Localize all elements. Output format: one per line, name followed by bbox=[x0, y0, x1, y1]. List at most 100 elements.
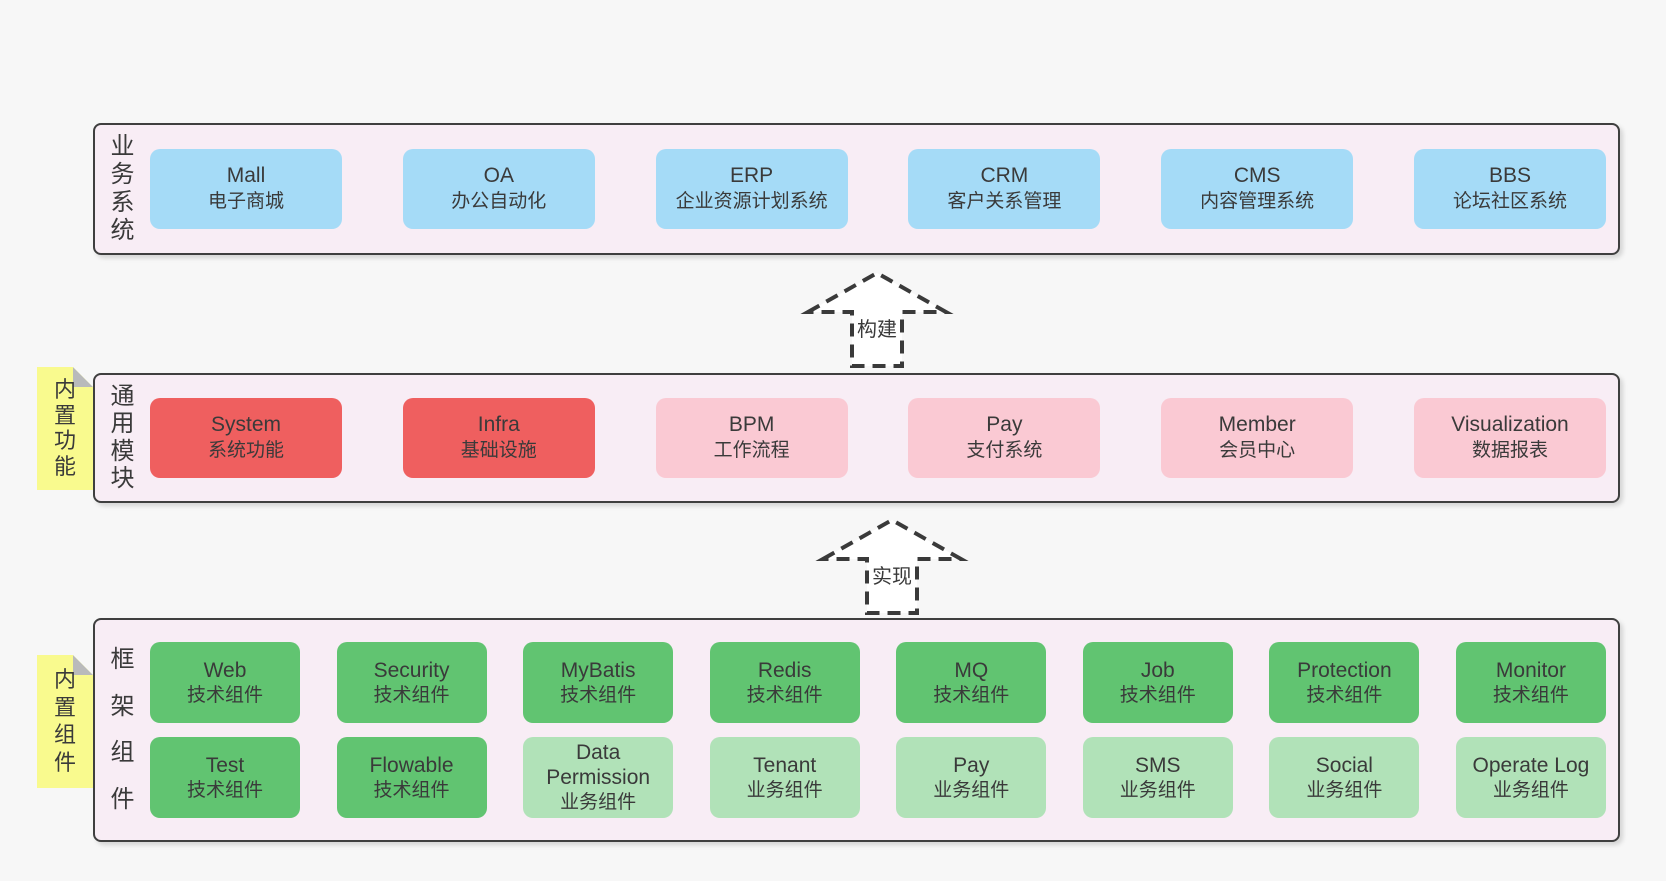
box-title: Visualization bbox=[1451, 413, 1569, 436]
band-label-framework-components: 框架组件 bbox=[95, 620, 150, 840]
module-box-mall: Mall 电子商城 bbox=[150, 149, 342, 229]
box-subtitle: 支付系统 bbox=[966, 440, 1043, 461]
box-title: Member bbox=[1218, 413, 1296, 436]
dashed-arrow-build: 构建 bbox=[800, 270, 954, 370]
band-label-char: 业 bbox=[110, 133, 135, 160]
box-title: Pay bbox=[953, 753, 990, 777]
band-label-char: 通 bbox=[110, 382, 135, 410]
dashed-arrow-implement: 实现 bbox=[815, 517, 969, 617]
box-subtitle: 技术组件 bbox=[933, 684, 1010, 706]
box-title: CMS bbox=[1233, 164, 1281, 187]
box-subtitle: 技术组件 bbox=[560, 684, 637, 706]
box-title: Social bbox=[1315, 753, 1373, 777]
box-subtitle: 业务组件 bbox=[933, 779, 1010, 801]
sticky-note-text: 内置功能 bbox=[37, 367, 93, 490]
box-title: Security bbox=[373, 658, 450, 682]
box-subtitle: 技术组件 bbox=[373, 684, 450, 706]
module-box-visualization: Visualization 数据报表 bbox=[1413, 398, 1606, 478]
box-title: ERP bbox=[730, 164, 774, 187]
arrow-label-build: 构建 bbox=[854, 312, 900, 343]
band-label-common-modules: 通用模块 bbox=[95, 375, 150, 501]
band-label-char: 件 bbox=[110, 785, 135, 813]
box-subtitle: 办公自动化 bbox=[451, 191, 547, 212]
band-label-char: 务 bbox=[110, 161, 135, 188]
box-subtitle: 工作流程 bbox=[713, 440, 790, 461]
box-title: CRM bbox=[980, 164, 1029, 187]
box-title: Mall bbox=[226, 164, 266, 187]
band-label-char: 框 bbox=[110, 646, 135, 674]
box-subtitle: 业务组件 bbox=[1306, 779, 1383, 801]
box-title: Pay bbox=[986, 413, 1023, 436]
box-title: Redis bbox=[757, 658, 812, 682]
module-box-member: Member 会员中心 bbox=[1161, 398, 1354, 478]
sticky-note-char: 功 bbox=[53, 428, 76, 454]
sticky-note-char: 置 bbox=[53, 402, 76, 428]
box-subtitle: 电子商城 bbox=[207, 191, 284, 212]
module-box-crm: CRM 客户关系管理 bbox=[908, 149, 1101, 229]
box-title: SMS bbox=[1135, 753, 1181, 777]
band-label-char: 统 bbox=[110, 217, 135, 244]
box-title: Test bbox=[205, 753, 245, 777]
box-subtitle: 客户关系管理 bbox=[947, 191, 1062, 212]
box-title: Monitor bbox=[1495, 658, 1566, 682]
box-title: Web bbox=[203, 658, 247, 682]
box-subtitle: 基础设施 bbox=[460, 440, 537, 461]
box-title: Operate Log bbox=[1472, 753, 1590, 777]
box-subtitle: 业务组件 bbox=[1492, 779, 1569, 801]
box-subtitle: 业务组件 bbox=[746, 779, 823, 801]
box-subtitle: 会员中心 bbox=[1219, 440, 1296, 461]
band-label-char: 块 bbox=[110, 465, 135, 493]
box-title: Infra bbox=[477, 413, 520, 436]
box-title: Protection bbox=[1297, 658, 1392, 682]
sticky-note-char: 组 bbox=[53, 722, 76, 748]
sticky-note-char: 置 bbox=[53, 694, 76, 720]
module-box-cms: CMS 内容管理系统 bbox=[1161, 149, 1354, 229]
sticky-note-char: 能 bbox=[53, 454, 76, 480]
box-subtitle: 业务组件 bbox=[560, 792, 637, 813]
sticky-note-char: 内 bbox=[53, 666, 76, 692]
module-box-infra: Infra 基础设施 bbox=[402, 398, 595, 478]
band-label-char: 模 bbox=[110, 437, 135, 465]
band-label-char: 架 bbox=[110, 692, 135, 720]
box-subtitle: 数据报表 bbox=[1471, 440, 1548, 461]
sticky-note-built-in-features: 内置功能 bbox=[37, 367, 93, 490]
sticky-note-text: 内置组件 bbox=[37, 655, 93, 788]
box-title: OA bbox=[483, 164, 514, 187]
box-subtitle: 技术组件 bbox=[186, 684, 263, 706]
module-box-pay: Pay 支付系统 bbox=[908, 398, 1101, 478]
box-subtitle: 业务组件 bbox=[1119, 779, 1196, 801]
box-subtitle: 技术组件 bbox=[1492, 684, 1569, 706]
sticky-note-char: 件 bbox=[53, 750, 76, 776]
arrow-label-implement: 实现 bbox=[869, 559, 915, 590]
box-subtitle: 内容管理系统 bbox=[1200, 191, 1315, 212]
box-title: MQ bbox=[954, 658, 989, 682]
box-subtitle: 技术组件 bbox=[1306, 684, 1383, 706]
band-label-char: 系 bbox=[110, 189, 135, 216]
band-label-char: 组 bbox=[110, 739, 135, 767]
box-title: BBS bbox=[1488, 164, 1531, 187]
